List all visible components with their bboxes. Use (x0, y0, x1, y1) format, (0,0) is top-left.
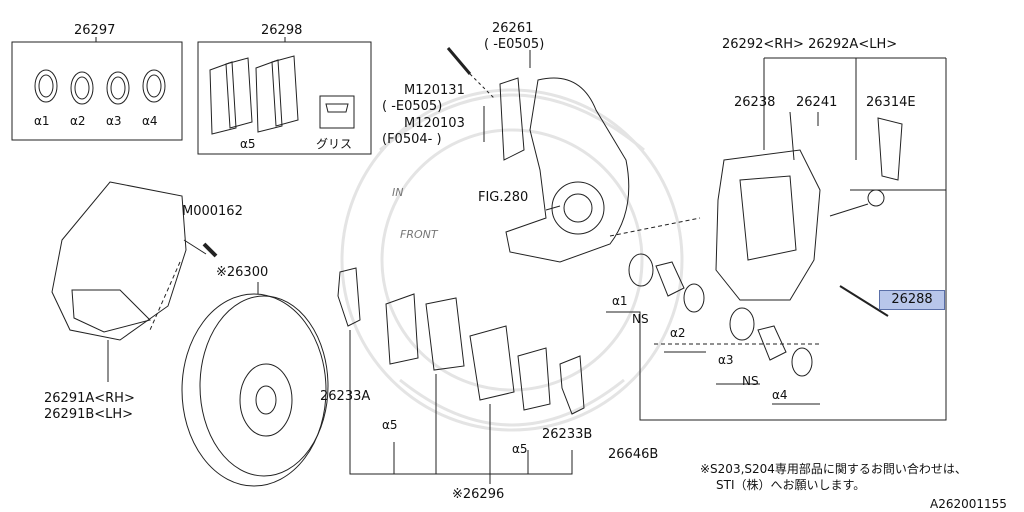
front-arrow-label: FRONT (400, 228, 438, 241)
brake-pad-outer (469, 325, 515, 401)
pad-spring-right (559, 355, 585, 415)
part-26314e-label[interactable]: 26314E (866, 95, 916, 110)
part-26646b-label[interactable]: 26646B (608, 447, 659, 462)
alpha1-piston-label: α1 (612, 294, 628, 308)
alpha1-label: α1 (34, 114, 50, 128)
f0504-label: (F0504- ) (382, 132, 442, 147)
bolt-m120103-label[interactable]: M120103 (404, 116, 465, 131)
part-26292-label[interactable]: 26292<RH> 26292A<LH> (722, 37, 898, 52)
alpha2-label: α2 (70, 114, 86, 128)
part-26238-label[interactable]: 26238 (734, 95, 776, 110)
reference-code: A262001155 (930, 497, 1007, 511)
alpha4-piston-label: α4 (772, 388, 788, 402)
alpha3-label: α3 (106, 114, 122, 128)
grease-pack (319, 95, 355, 129)
pad-spring (337, 267, 361, 327)
part-26233b-label[interactable]: 26233B (542, 427, 593, 442)
shim-right (517, 347, 551, 411)
part-26288-callout[interactable]: 26288 (879, 290, 945, 310)
kit-box-26297 (11, 41, 183, 141)
shield-bolt (202, 242, 218, 258)
sti-note-line2: STI（株）へお願いします。 (716, 478, 866, 492)
part-26261-label[interactable]: 26261 (492, 21, 534, 36)
bolt-m120131-label[interactable]: M120131 (404, 83, 465, 98)
caliper-bracket (499, 77, 525, 161)
part-26297-label[interactable]: 26297 (74, 23, 116, 38)
shim-left (385, 293, 419, 365)
grease-label[interactable]: グリス (316, 137, 353, 151)
seal-rings (34, 69, 166, 105)
alpha5-label-right: α5 (512, 442, 528, 456)
steering-knuckle (505, 77, 630, 263)
brake-caliper (715, 149, 821, 301)
watermark-emblem (340, 88, 684, 432)
dust-shield (51, 181, 187, 341)
sti-note-line1: ※S203,S204専用部品に関するお問い合わせは、 (700, 462, 967, 476)
in-arrow-label: IN (392, 186, 404, 199)
ns2-label: NS (742, 374, 759, 388)
alpha2-piston-label: α2 (670, 326, 686, 340)
alpha4-label: α4 (142, 114, 158, 128)
alpha3-piston-label: α3 (718, 353, 734, 367)
fig280-link[interactable]: FIG.280 (478, 190, 529, 205)
part-26296-label[interactable]: ※26296 (452, 487, 505, 502)
part-26241-label[interactable]: 26241 (796, 95, 838, 110)
pad-clip (877, 117, 903, 181)
part-26291a-label[interactable]: 26291A<RH> (44, 391, 135, 406)
part-26300-label[interactable]: ※26300 (216, 265, 269, 280)
ns1-label: NS (632, 312, 649, 326)
piston-1 (655, 261, 685, 297)
part-26298-label[interactable]: 26298 (261, 23, 303, 38)
e0505-mid-label: ( -E0505) (382, 99, 443, 114)
piston-2 (757, 325, 787, 361)
brake-rotor (181, 293, 327, 487)
brake-pad-inner (425, 297, 465, 371)
pad-shims (209, 55, 299, 135)
pad-pin (839, 285, 889, 317)
bleeder-screw (789, 111, 795, 161)
alpha5-label-left: α5 (382, 418, 398, 432)
alpha5-label-box: α5 (240, 137, 256, 151)
part-26291b-label[interactable]: 26291B<LH> (44, 407, 134, 422)
bolt-m000162-label[interactable]: M000162 (182, 204, 243, 219)
e0505-top-label: ( -E0505) (484, 37, 545, 52)
part-26233a-label[interactable]: 26233A (320, 389, 371, 404)
